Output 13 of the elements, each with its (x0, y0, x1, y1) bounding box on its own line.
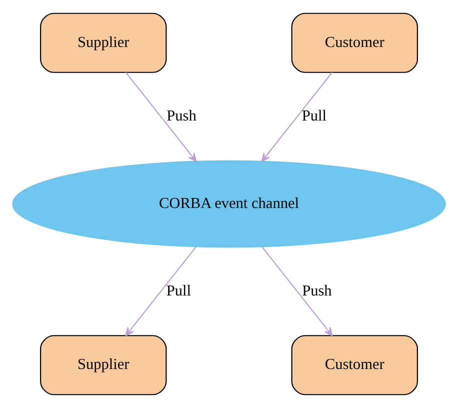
arrow (125, 72, 197, 162)
node-ellipse: CORBA event channel (12, 160, 446, 248)
edge-label: Pull (302, 108, 327, 125)
arrow (262, 246, 333, 336)
edge-label: Pull (166, 282, 192, 300)
edge-label: Push (166, 108, 196, 125)
arrow (261, 72, 333, 162)
node-box: Customer (291, 12, 418, 73)
edge-label: Push (302, 282, 332, 300)
arrow (125, 246, 196, 336)
node-box: Supplier (40, 12, 167, 73)
node-box: Customer (291, 335, 418, 396)
node-box: Supplier (40, 335, 167, 396)
